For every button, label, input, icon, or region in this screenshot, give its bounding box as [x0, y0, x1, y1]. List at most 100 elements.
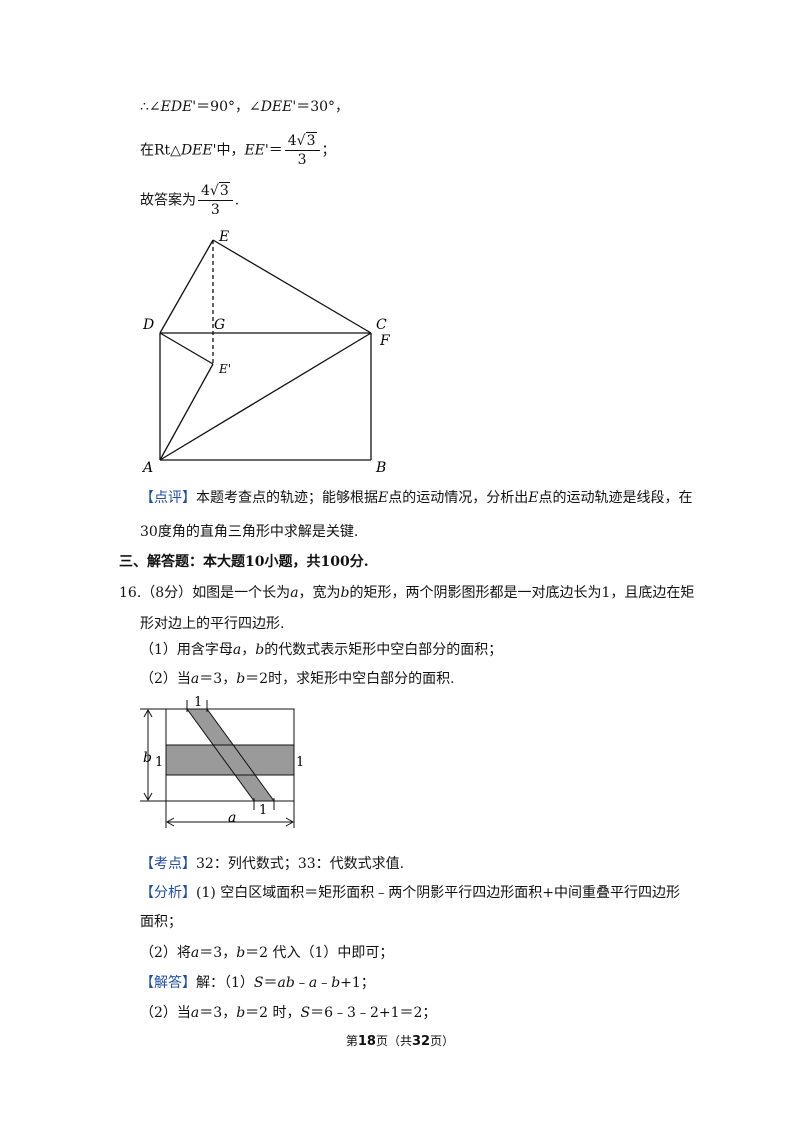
var-b: b [236, 1005, 246, 1021]
analysis-line-1: 【分析】(1) 空白区域面积＝矩形面积﹣两个阴影平行四边形面积+中间重叠平行四边… [140, 883, 680, 903]
label-e-prime: E' [218, 362, 231, 376]
label-a: a [228, 810, 236, 826]
fraction-numerator: 4√3 [284, 132, 320, 151]
fraction-numerator: 4√3 [198, 182, 233, 201]
var-b: b [236, 671, 246, 687]
text: 页） [430, 1034, 455, 1048]
text: ＝ [263, 975, 278, 991]
var-a: a [190, 671, 200, 687]
text: （2）当 [140, 1005, 191, 1021]
var-a: a [190, 1005, 200, 1021]
problem-16-line-1: 16.（8分）如图是一个长为a，宽为b的矩形，两个阴影图形都是一对底边长为1，且… [119, 583, 694, 603]
text: ＝30°， [296, 99, 350, 115]
text: ， [241, 642, 256, 658]
text: （1）用含字母 [140, 642, 233, 658]
text: 页（共 [375, 1034, 412, 1048]
text: 故答案为 [140, 192, 196, 209]
var-s: S [300, 1005, 311, 1021]
problem-16-q1: （1）用含字母a，b的代数式表示矩形中空白部分的面积； [140, 640, 502, 660]
comment-tag: 【点评】 [140, 490, 196, 506]
text: （2）当 [140, 671, 191, 687]
text: ﹣ [294, 975, 309, 991]
text: （2）将 [140, 945, 191, 961]
label-right-1: 1 [296, 755, 304, 770]
var-b: b [236, 945, 246, 961]
var-a: a [190, 945, 200, 961]
section-title: 三、解答题：本大题10小题，共100分. [119, 554, 369, 570]
text: ＝ [268, 142, 283, 159]
page-total: 32 [412, 1034, 431, 1049]
label-left-1: 1 [155, 755, 163, 770]
edge-ae-prime [159, 363, 214, 461]
comment-line-2: 30度角的直角三角形中求解是关键. [140, 524, 359, 540]
var-b: b [331, 975, 341, 991]
text: ，宽为 [298, 585, 341, 601]
label-top-1: 1 [194, 695, 202, 710]
text: 的矩形，两个阴影图形都是一对底边长为1，且底边在矩 [349, 585, 695, 601]
var-b: b [255, 642, 265, 658]
arrow-head [285, 817, 295, 827]
shaded-regions [166, 709, 294, 801]
text: 32：列代数式；33：代数式求值. [196, 856, 405, 872]
analysis-line-3: （2）将a＝3，b＝2 代入（1）中即可； [140, 943, 393, 963]
var-a: a [290, 585, 299, 601]
text: 如图是一个长为 [192, 585, 291, 601]
text: 点的运动轨迹是线段，在 [538, 490, 693, 506]
coef: 4 [201, 183, 210, 199]
radicand: 3 [305, 132, 317, 149]
kp-tag: 【考点】 [140, 856, 196, 872]
fraction-denominator: 3 [210, 202, 220, 218]
label-d: D [142, 317, 154, 333]
text: ＝3， [199, 1005, 237, 1021]
diagonal-ac [159, 332, 372, 461]
edge-de-prime [159, 332, 214, 365]
var-ab: ab [277, 975, 295, 991]
problem-16-line-2: 形对边上的平行四边形. [140, 616, 285, 632]
ans-tag: 【解答】 [140, 975, 196, 991]
label-b: B [375, 460, 386, 476]
text: ； [321, 142, 336, 159]
text: 中， [216, 142, 245, 159]
problem-score: （8分） [141, 585, 193, 601]
answer-line-1: 【解答】解：（1）S＝ab﹣a﹣b+1； [140, 973, 375, 993]
edge-de [159, 239, 214, 334]
edge-ec [212, 239, 372, 334]
text: ＝2时，求矩形中空白部分的面积. [245, 671, 455, 687]
text: ＝2 时， [245, 1005, 301, 1021]
page-footer: 第18页（共32页） [0, 1032, 800, 1049]
text: 第 [345, 1034, 358, 1048]
var-e: E [528, 490, 539, 506]
var-s: S [253, 975, 264, 991]
text: ＝3， [199, 671, 237, 687]
var-a: a [232, 642, 242, 658]
text: ＝3， [199, 945, 237, 961]
fraction-denominator: 3 [297, 152, 307, 168]
text: . [234, 192, 240, 209]
label-f: F [379, 333, 391, 349]
label-b: b [143, 750, 152, 766]
text: 本题考查点的轨迹；能够根据 [196, 490, 378, 506]
var-ede: EDE' [160, 99, 197, 115]
line-angle-result: ∴∠EDE'＝90°，∠DEE'＝30°， [140, 97, 349, 117]
text: ＝2 代入（1）中即可； [245, 945, 394, 961]
text: 解：（1） [196, 975, 254, 991]
var-ee: EE' [244, 142, 269, 159]
knowledge-point: 【考点】32：列代数式；33：代数式求值. [140, 854, 404, 874]
coef: 4 [287, 133, 297, 149]
text: ＝6﹣3﹣2+1＝2； [310, 1005, 437, 1021]
var-dee: DEE' [260, 99, 297, 115]
label-a: A [141, 460, 153, 476]
radicand: 3 [218, 182, 230, 199]
text: 点的运动情况，分析出 [388, 490, 529, 506]
arrow-head [143, 708, 153, 718]
diagonal-parallelogram [187, 709, 274, 801]
fx-tag: 【分析】 [140, 885, 196, 901]
label-g: G [214, 317, 225, 333]
text: ∴∠ [140, 99, 161, 115]
label-bottom-1: 1 [259, 803, 267, 818]
arrow-head [143, 792, 153, 802]
